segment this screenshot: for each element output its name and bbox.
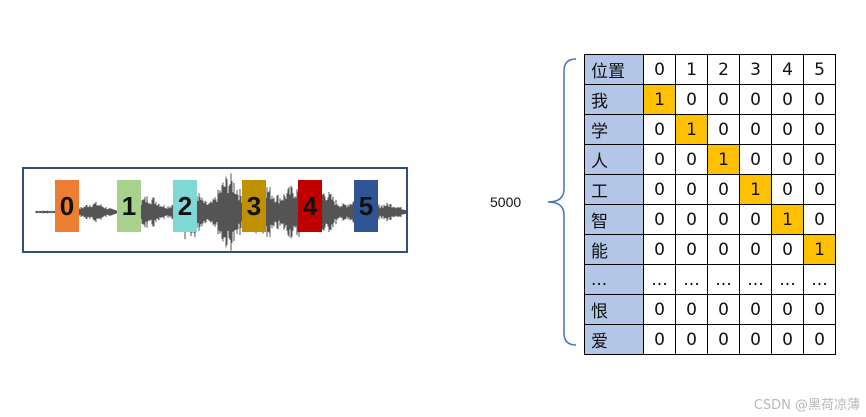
table-cell: 0 bbox=[771, 114, 804, 145]
row-header: 智 bbox=[584, 204, 644, 235]
table-cell: ... bbox=[803, 264, 836, 295]
table-cell: 0 bbox=[675, 294, 708, 325]
table-cell: 0 bbox=[643, 204, 676, 235]
table-cell: 0 bbox=[643, 324, 676, 355]
table-cell: 0 bbox=[771, 84, 804, 115]
table-cell: 0 bbox=[707, 204, 740, 235]
table-cell: 0 bbox=[707, 234, 740, 265]
table-cell: 0 bbox=[739, 324, 772, 355]
segment-4: 4 bbox=[298, 180, 322, 232]
table-cell: 0 bbox=[707, 84, 740, 115]
table-cell: ... bbox=[707, 264, 740, 295]
row-header: 人 bbox=[584, 144, 644, 175]
table-cell: 0 bbox=[739, 234, 772, 265]
table-cell: 0 bbox=[675, 204, 708, 235]
column-header: 2 bbox=[707, 54, 740, 85]
left-brace bbox=[547, 58, 577, 346]
table-cell: 0 bbox=[707, 324, 740, 355]
table-cell: 0 bbox=[707, 294, 740, 325]
segment-0: 0 bbox=[55, 180, 79, 232]
table-cell: 1 bbox=[803, 234, 836, 265]
row-header: 工 bbox=[584, 174, 644, 205]
table-cell: 0 bbox=[803, 174, 836, 205]
table-cell: 0 bbox=[771, 174, 804, 205]
table-cell: 0 bbox=[771, 234, 804, 265]
table-cell: 0 bbox=[643, 144, 676, 175]
vocab-size-label: 5000 bbox=[490, 194, 522, 210]
column-header: 1 bbox=[675, 54, 708, 85]
table-cell: 0 bbox=[675, 234, 708, 265]
corner-header: 位置 bbox=[584, 54, 644, 85]
table-cell: 0 bbox=[675, 324, 708, 355]
table-row: ..................... bbox=[584, 264, 836, 295]
table-cell: 0 bbox=[675, 84, 708, 115]
table-cell: 0 bbox=[675, 144, 708, 175]
table-cell: 0 bbox=[739, 84, 772, 115]
table-cell: 0 bbox=[803, 114, 836, 145]
table-cell: ... bbox=[675, 264, 708, 295]
table-cell: 0 bbox=[803, 294, 836, 325]
table-cell: 1 bbox=[643, 84, 676, 115]
table-cell: 0 bbox=[643, 174, 676, 205]
row-header: 我 bbox=[584, 84, 644, 115]
watermark: CSDN @黑荷凉薄 bbox=[753, 398, 860, 413]
row-header: 爱 bbox=[584, 324, 644, 355]
table-cell: 0 bbox=[739, 204, 772, 235]
row-header: 恨 bbox=[584, 294, 644, 325]
table-cell: 0 bbox=[771, 324, 804, 355]
table-cell: 0 bbox=[739, 144, 772, 175]
table-cell: ... bbox=[739, 264, 772, 295]
table-cell: ... bbox=[771, 264, 804, 295]
table-cell: ... bbox=[643, 264, 676, 295]
table-cell: 0 bbox=[803, 204, 836, 235]
table-cell: 0 bbox=[643, 234, 676, 265]
column-header: 5 bbox=[803, 54, 836, 85]
table-cell: 1 bbox=[739, 174, 772, 205]
table-cell: 0 bbox=[707, 174, 740, 205]
segment-3: 3 bbox=[242, 180, 266, 232]
row-header: 能 bbox=[584, 234, 644, 265]
table-cell: 0 bbox=[803, 324, 836, 355]
waveform-graphic bbox=[35, 173, 406, 251]
table-cell: 0 bbox=[643, 114, 676, 145]
table-cell: 1 bbox=[675, 114, 708, 145]
waveform-panel: 0 1 2 3 4 5 bbox=[22, 167, 408, 253]
table-cell: 0 bbox=[803, 144, 836, 175]
table-cell: 0 bbox=[675, 174, 708, 205]
table-cell: 1 bbox=[707, 144, 740, 175]
row-header: ... bbox=[584, 264, 644, 295]
segment-5: 5 bbox=[354, 180, 378, 232]
table-cell: 0 bbox=[771, 144, 804, 175]
table-cell: 1 bbox=[771, 204, 804, 235]
segment-1: 1 bbox=[117, 180, 141, 232]
table-cell: 0 bbox=[739, 294, 772, 325]
table-cell: 0 bbox=[707, 114, 740, 145]
column-header: 3 bbox=[739, 54, 772, 85]
column-header: 0 bbox=[643, 54, 676, 85]
table-cell: 0 bbox=[739, 114, 772, 145]
table-cell: 0 bbox=[643, 294, 676, 325]
table-cell: 0 bbox=[771, 294, 804, 325]
row-header: 学 bbox=[584, 114, 644, 145]
column-header: 4 bbox=[771, 54, 804, 85]
table-cell: 0 bbox=[803, 84, 836, 115]
segment-2: 2 bbox=[173, 180, 197, 232]
